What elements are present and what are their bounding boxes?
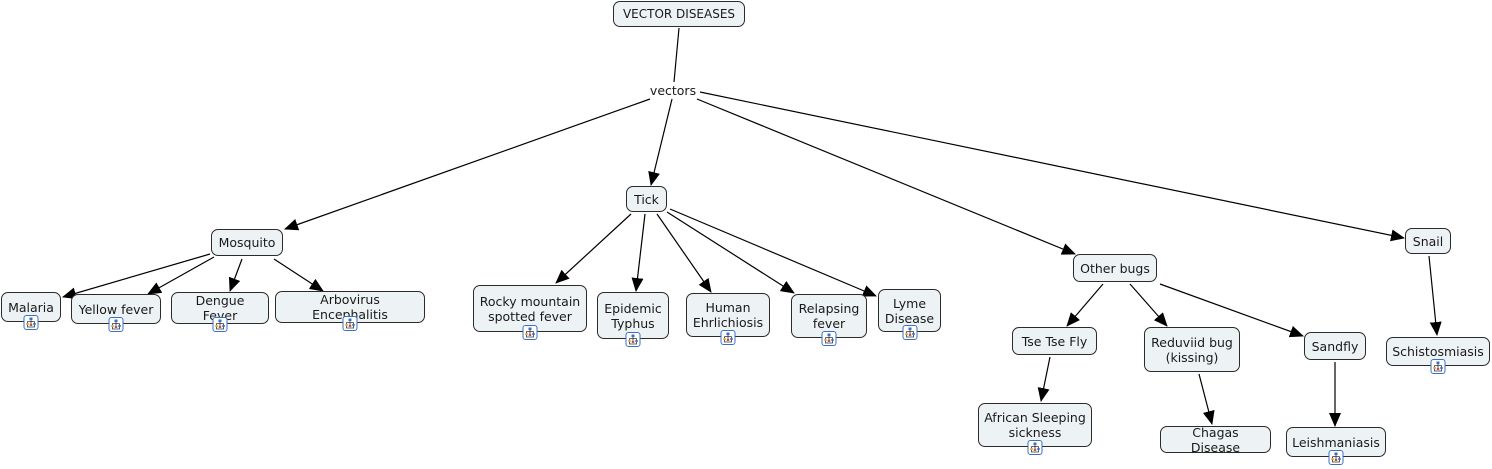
concept-map-icon[interactable] bbox=[212, 317, 228, 332]
link-reduviid-bug-to-chagas bbox=[1198, 373, 1215, 425]
concept-node-yellow-fever[interactable]: Yellow fever bbox=[71, 294, 161, 332]
link-other-bugs-to-reduviid-bug bbox=[1129, 283, 1168, 327]
concept-map-icon[interactable] bbox=[522, 325, 538, 340]
concept-map-icon[interactable] bbox=[625, 332, 641, 347]
link-mosquito-to-arbovirus bbox=[273, 258, 324, 292]
concept-map-icon[interactable] bbox=[821, 331, 837, 346]
concept-node-rocky-mountain[interactable]: Rocky mountain spotted fever bbox=[473, 285, 587, 340]
node-label: Reduviid bug (kissing) bbox=[1151, 334, 1233, 365]
concept-node-human-ehrlichiosis[interactable]: Human Ehrlichiosis bbox=[686, 293, 770, 345]
node-label: Arbovirus Encephalitis bbox=[312, 292, 388, 322]
node-label: Dengue Fever bbox=[195, 293, 245, 323]
concept-node-relapsing-fever[interactable]: Relapsing fever bbox=[791, 294, 867, 346]
node-label: Human Ehrlichiosis bbox=[692, 300, 764, 330]
concept-node-chagas[interactable]: Chagas Disease bbox=[1160, 424, 1271, 455]
node-label: Rocky mountain spotted fever bbox=[479, 293, 581, 324]
concept-map-icon[interactable] bbox=[902, 325, 917, 340]
link-mosquito-to-malaria bbox=[62, 253, 211, 300]
link-tick-to-relapsing-fever bbox=[666, 211, 795, 294]
concept-node-mosquito[interactable]: Mosquito bbox=[211, 229, 283, 256]
link-root-to-vectors bbox=[673, 27, 680, 83]
concept-map-icon[interactable] bbox=[1430, 359, 1446, 374]
node-label: Tick bbox=[634, 191, 659, 207]
concept-node-african-sleeping[interactable]: African Sleeping sickness bbox=[978, 403, 1092, 455]
concept-node-schistosmiasis[interactable]: Schistosmiasis bbox=[1386, 337, 1490, 374]
concept-map-icon[interactable] bbox=[108, 317, 124, 332]
concept-node-dengue-fever[interactable]: Dengue Fever bbox=[171, 292, 269, 332]
concept-map-icon[interactable] bbox=[23, 315, 39, 330]
link-other-bugs-to-sandfly bbox=[1159, 283, 1304, 338]
link-vectors-to-other-bugs bbox=[696, 98, 1076, 255]
linking-phrase-vectors[interactable]: vectors bbox=[645, 81, 701, 99]
node-label: VECTOR DISEASES bbox=[622, 6, 736, 21]
concept-map-icon[interactable] bbox=[1027, 440, 1043, 455]
node-label: African Sleeping sickness bbox=[984, 410, 1086, 440]
link-mosquito-to-dengue-fever bbox=[228, 258, 243, 292]
concept-node-other-bugs[interactable]: Other bugs bbox=[1073, 254, 1157, 282]
link-vectors-to-mosquito bbox=[284, 98, 651, 231]
node-label: Chagas Disease bbox=[1190, 424, 1241, 455]
node-label: Mosquito bbox=[218, 235, 276, 250]
concept-map-icon[interactable] bbox=[1328, 450, 1344, 465]
node-label: Epidemic Typhus bbox=[604, 300, 662, 331]
concept-map-icon[interactable] bbox=[720, 330, 736, 345]
link-tick-to-lyme-disease bbox=[669, 208, 877, 297]
node-label: Relapsing fever bbox=[798, 301, 860, 331]
concept-node-malaria[interactable]: Malaria bbox=[1, 292, 61, 330]
link-vectors-to-tick bbox=[648, 98, 673, 186]
concept-map-icon[interactable] bbox=[342, 316, 358, 331]
concept-node-lyme-disease[interactable]: Lyme Disease bbox=[878, 289, 941, 340]
node-label: Lyme Disease bbox=[884, 295, 935, 326]
concept-node-root[interactable]: VECTOR DISEASES bbox=[613, 1, 745, 27]
concept-node-tick[interactable]: Tick bbox=[626, 186, 667, 212]
node-label: Yellow fever bbox=[78, 301, 154, 317]
node-label: vectors bbox=[649, 82, 697, 98]
link-tick-to-human-ehrlichiosis bbox=[656, 213, 712, 293]
node-label: Malaria bbox=[8, 299, 54, 315]
node-label: Tse Tse Fly bbox=[1021, 333, 1088, 349]
link-vectors-to-snail bbox=[699, 91, 1405, 242]
link-snail-to-schistosmiasis bbox=[1428, 255, 1442, 336]
link-tick-to-rocky-mountain bbox=[555, 213, 632, 284]
node-label: Leishmaniasis bbox=[1292, 434, 1380, 450]
concept-node-reduviid-bug[interactable]: Reduviid bug (kissing) bbox=[1144, 327, 1240, 372]
concept-node-leishmaniasis[interactable]: Leishmaniasis bbox=[1286, 427, 1386, 465]
link-tse-tse-fly-to-african-sleeping bbox=[1037, 356, 1051, 402]
node-label: Snail bbox=[1412, 233, 1444, 249]
concept-node-tse-tse-fly[interactable]: Tse Tse Fly bbox=[1012, 327, 1097, 355]
concept-node-epidemic-typhus[interactable]: Epidemic Typhus bbox=[597, 292, 669, 347]
concept-node-sandfly[interactable]: Sandfly bbox=[1304, 332, 1366, 360]
node-label: Sandfly bbox=[1311, 338, 1359, 354]
link-tick-to-epidemic-typhus bbox=[631, 213, 646, 292]
node-label: Schistosmiasis bbox=[1392, 344, 1484, 359]
link-other-bugs-to-tse-tse-fly bbox=[1066, 283, 1104, 327]
node-label: Other bugs bbox=[1080, 260, 1150, 276]
link-mosquito-to-yellow-fever bbox=[147, 256, 215, 295]
concept-node-snail[interactable]: Snail bbox=[1405, 228, 1451, 254]
concept-node-arbovirus[interactable]: Arbovirus Encephalitis bbox=[275, 291, 425, 331]
